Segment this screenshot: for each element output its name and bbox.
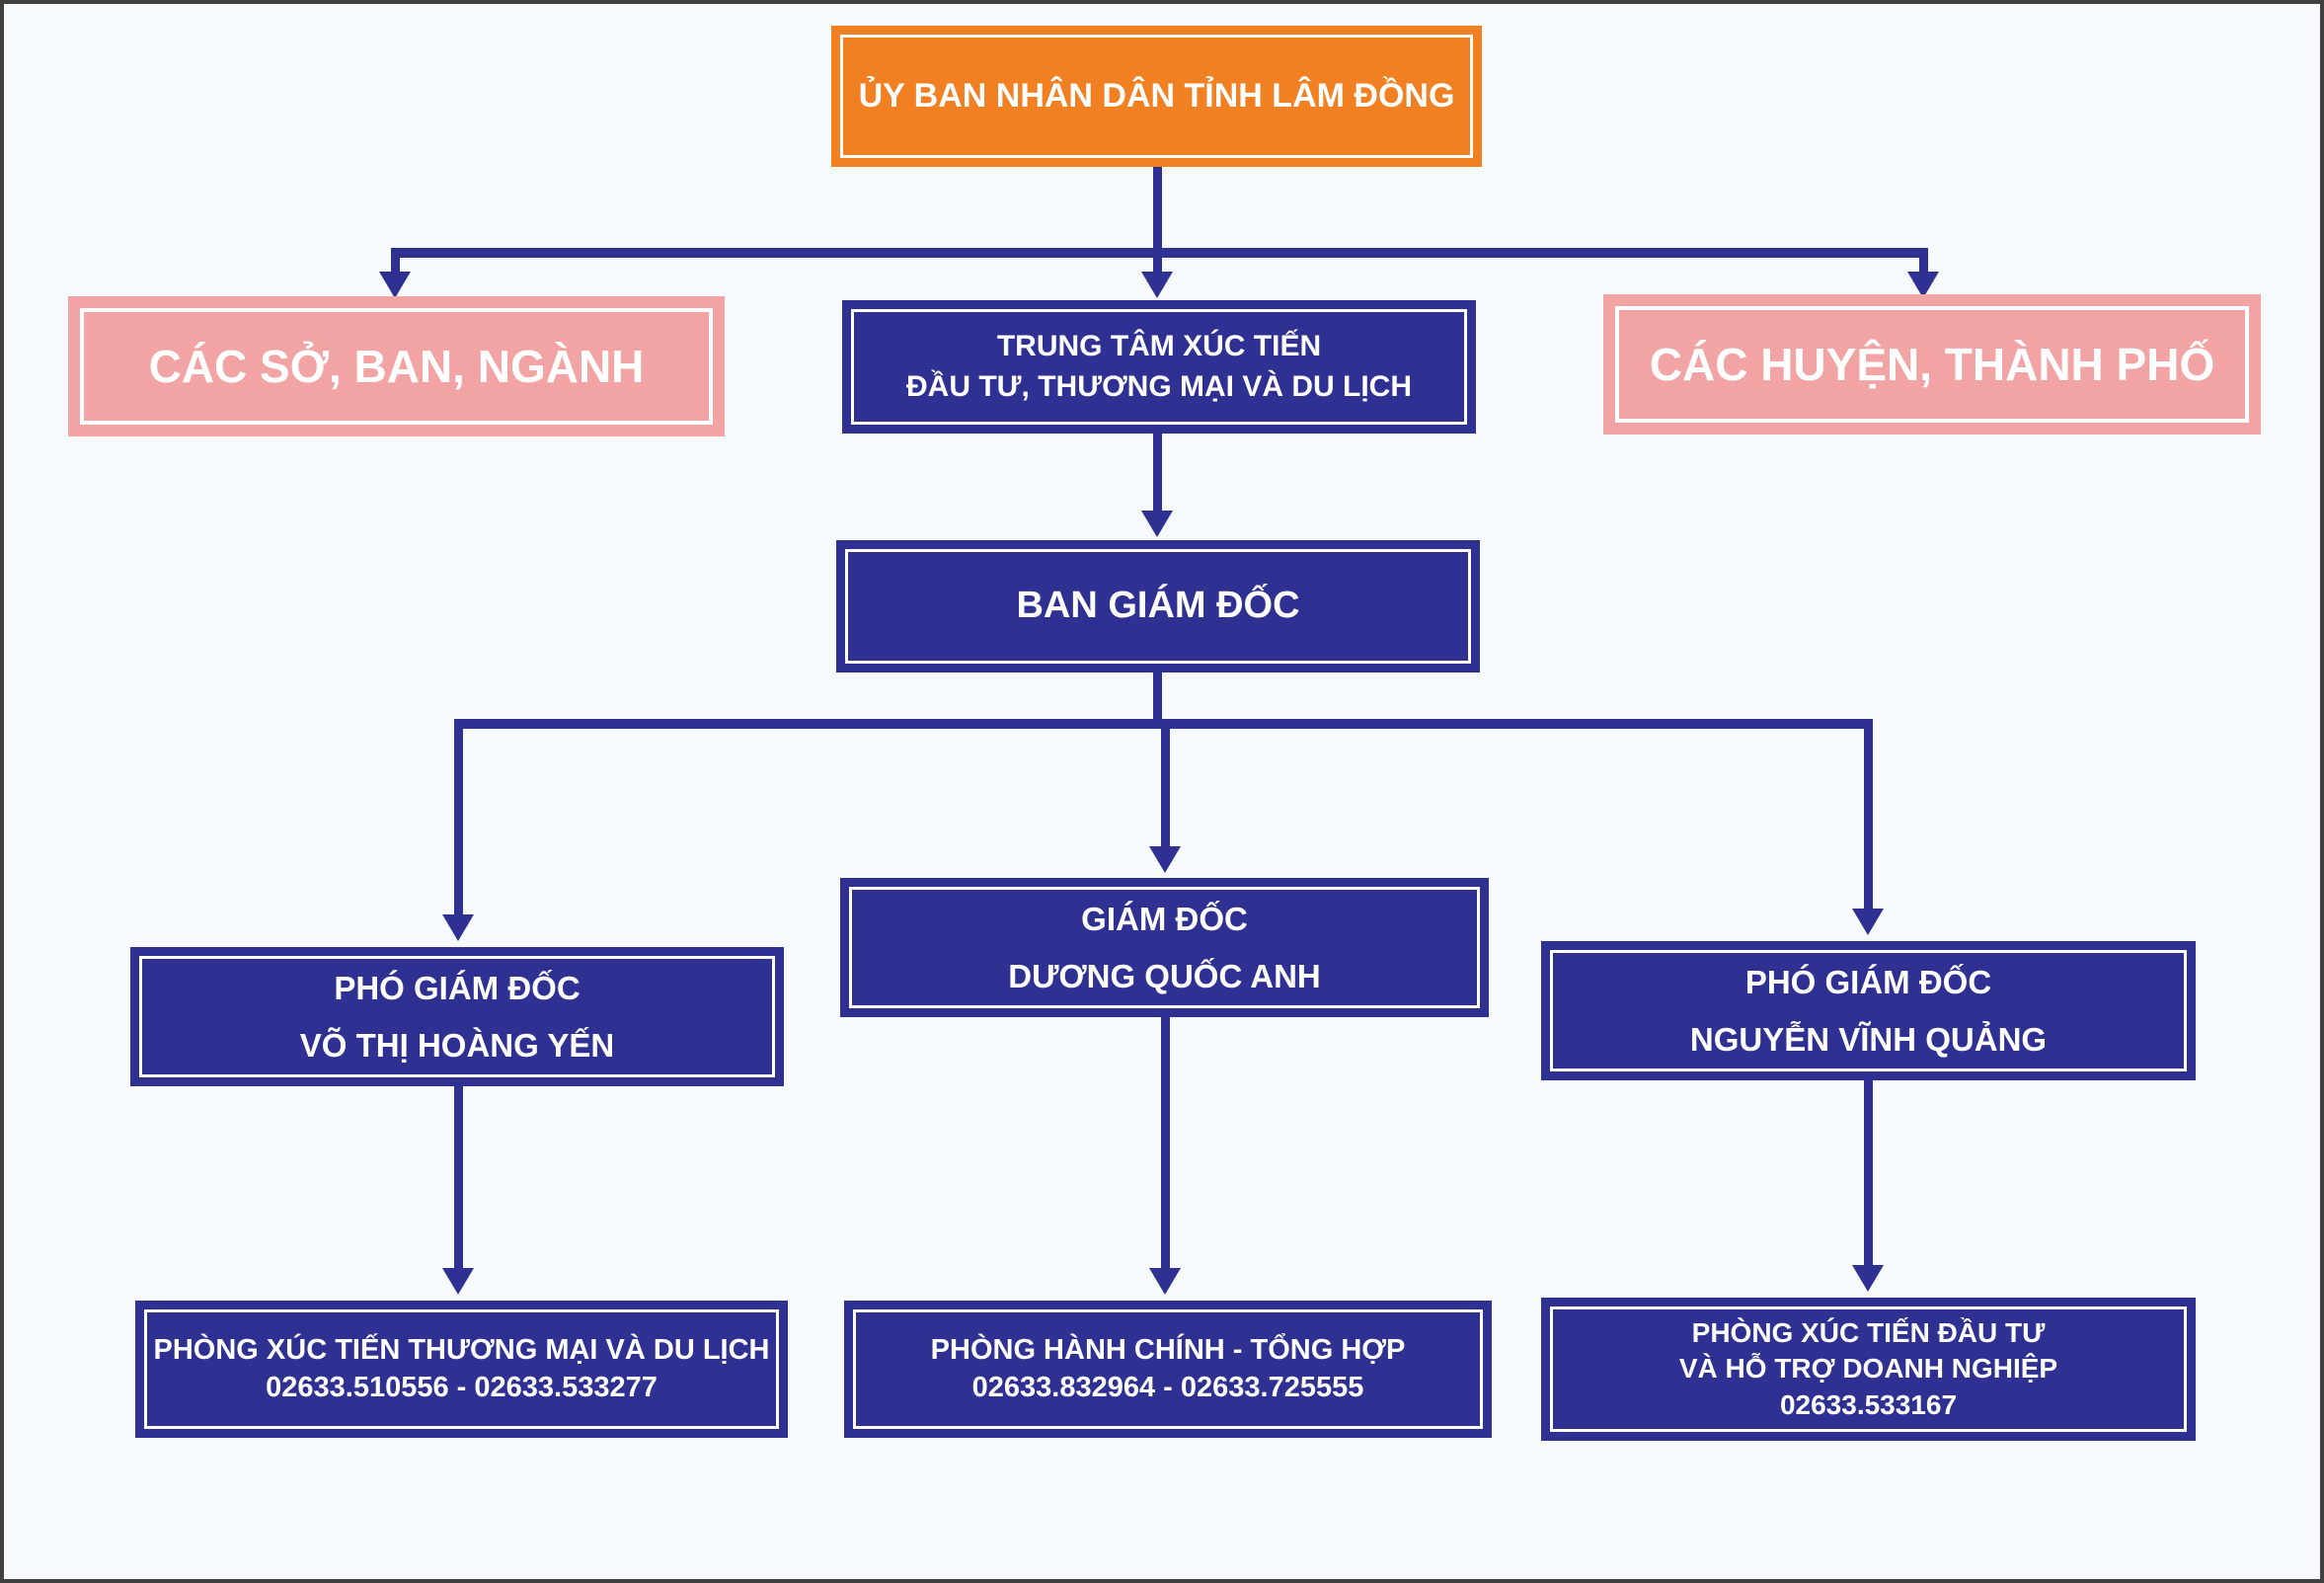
node-cac-so-ban-nganh: CÁC SỞ, BAN, NGÀNH — [68, 296, 725, 436]
node-ban-giam-doc: BAN GIÁM ĐỐC — [836, 540, 1480, 673]
connector-level4-horizontal-bar — [454, 719, 1873, 729]
node-label: CÁC HUYỆN, THÀNH PHỐ — [1649, 338, 2215, 390]
node-label-line2: ĐẦU TƯ, THƯƠNG MẠI VÀ DU LỊCH — [905, 370, 1412, 403]
connector-to-phong-hanh-chinh — [1161, 1015, 1170, 1268]
arrowhead-down-icon — [1852, 1265, 1884, 1292]
arrowhead-down-icon — [1852, 909, 1884, 935]
node-phone-numbers: 02633.832964 - 02633.725555 — [971, 1372, 1364, 1403]
connector-bangiamdoc-vertical — [1153, 671, 1162, 729]
node-phone-numbers: 02633.510556 - 02633.533277 — [266, 1372, 658, 1403]
node-pho-giam-doc-vo-thi-hoang-yen: PHÓ GIÁM ĐỐC VÕ THỊ HOÀNG YẾN — [130, 947, 784, 1086]
arrowhead-down-icon — [442, 914, 474, 941]
node-person-name: VÕ THỊ HOÀNG YẾN — [299, 1026, 615, 1064]
node-label: ỦY BAN NHÂN DÂN TỈNH LÂM ĐỒNG — [858, 76, 1455, 115]
arrowhead-down-icon — [1907, 272, 1939, 298]
node-role: PHÓ GIÁM ĐỐC — [1744, 963, 1992, 1000]
node-phone-numbers: 02633.533167 — [1779, 1388, 1958, 1420]
node-phong-hanh-chinh-tong-hop: PHÒNG HÀNH CHÍNH - TỔNG HỢP 02633.832964… — [844, 1301, 1492, 1438]
node-pho-giam-doc-nguyen-vinh-quang: PHÓ GIÁM ĐỐC NGUYỄN VĨNH QUẢNG — [1541, 941, 2196, 1080]
node-phong-xuc-tien-dau-tu: PHÒNG XÚC TIẾN ĐẦU TƯ VÀ HỖ TRỢ DOANH NG… — [1541, 1298, 2196, 1441]
node-role: PHÓ GIÁM ĐỐC — [334, 969, 581, 1006]
node-role: GIÁM ĐỐC — [1081, 900, 1248, 937]
connector-trungtam-to-bangiamdoc — [1153, 434, 1162, 513]
arrowhead-down-icon — [1149, 846, 1181, 873]
connector-to-phong-dau-tu — [1864, 1079, 1873, 1265]
connector-drop-to-so-ban-nganh — [391, 248, 400, 274]
connector-drop-to-pho-giam-doc-2 — [1864, 719, 1873, 910]
arrowhead-down-icon — [379, 272, 411, 298]
node-person-name: NGUYỄN VĨNH QUẢNG — [1689, 1020, 2048, 1058]
node-trung-tam-xuc-tien: TRUNG TÂM XÚC TIẾN ĐẦU TƯ, THƯƠNG MẠI VÀ… — [842, 300, 1476, 434]
node-giam-doc-duong-quoc-anh: GIÁM ĐỐC DƯƠNG QUỐC ANH — [840, 878, 1489, 1017]
node-cac-huyen-thanh-pho: CÁC HUYỆN, THÀNH PHỐ — [1603, 294, 2261, 435]
connector-drop-to-giam-doc — [1161, 729, 1170, 848]
connector-drop-to-pho-giam-doc-1 — [454, 719, 463, 916]
node-label: BAN GIÁM ĐỐC — [1016, 585, 1300, 627]
node-department-name-line2: VÀ HỖ TRỢ DOANH NGHIỆP — [1678, 1353, 2058, 1385]
node-uy-ban-nhan-dan-tinh-lam-dong: ỦY BAN NHÂN DÂN TỈNH LÂM ĐỒNG — [831, 26, 1482, 167]
node-phong-xuc-tien-thuong-mai-du-lich: PHÒNG XÚC TIẾN THƯƠNG MẠI VÀ DU LỊCH 026… — [135, 1301, 788, 1438]
node-label-line1: TRUNG TÂM XÚC TIẾN — [996, 329, 1322, 362]
arrowhead-down-icon — [442, 1268, 474, 1295]
node-label: CÁC SỞ, BAN, NGÀNH — [148, 340, 645, 392]
node-department-name: PHÒNG XÚC TIẾN THƯƠNG MẠI VÀ DU LỊCH — [153, 1333, 770, 1366]
connector-to-phong-tm-dl — [454, 1084, 463, 1268]
arrowhead-down-icon — [1141, 272, 1173, 298]
node-department-name: PHÒNG HÀNH CHÍNH - TỔNG HỢP — [930, 1333, 1406, 1366]
connector-level2-horizontal-bar — [391, 248, 1928, 258]
connector-root-vertical — [1153, 166, 1162, 274]
node-department-name-line1: PHÒNG XÚC TIẾN ĐẦU TƯ — [1691, 1317, 2046, 1349]
arrowhead-down-icon — [1141, 511, 1173, 537]
connector-drop-to-huyen-thanh-pho — [1919, 248, 1928, 274]
arrowhead-down-icon — [1149, 1268, 1181, 1295]
node-person-name: DƯƠNG QUỐC ANH — [1008, 957, 1321, 994]
